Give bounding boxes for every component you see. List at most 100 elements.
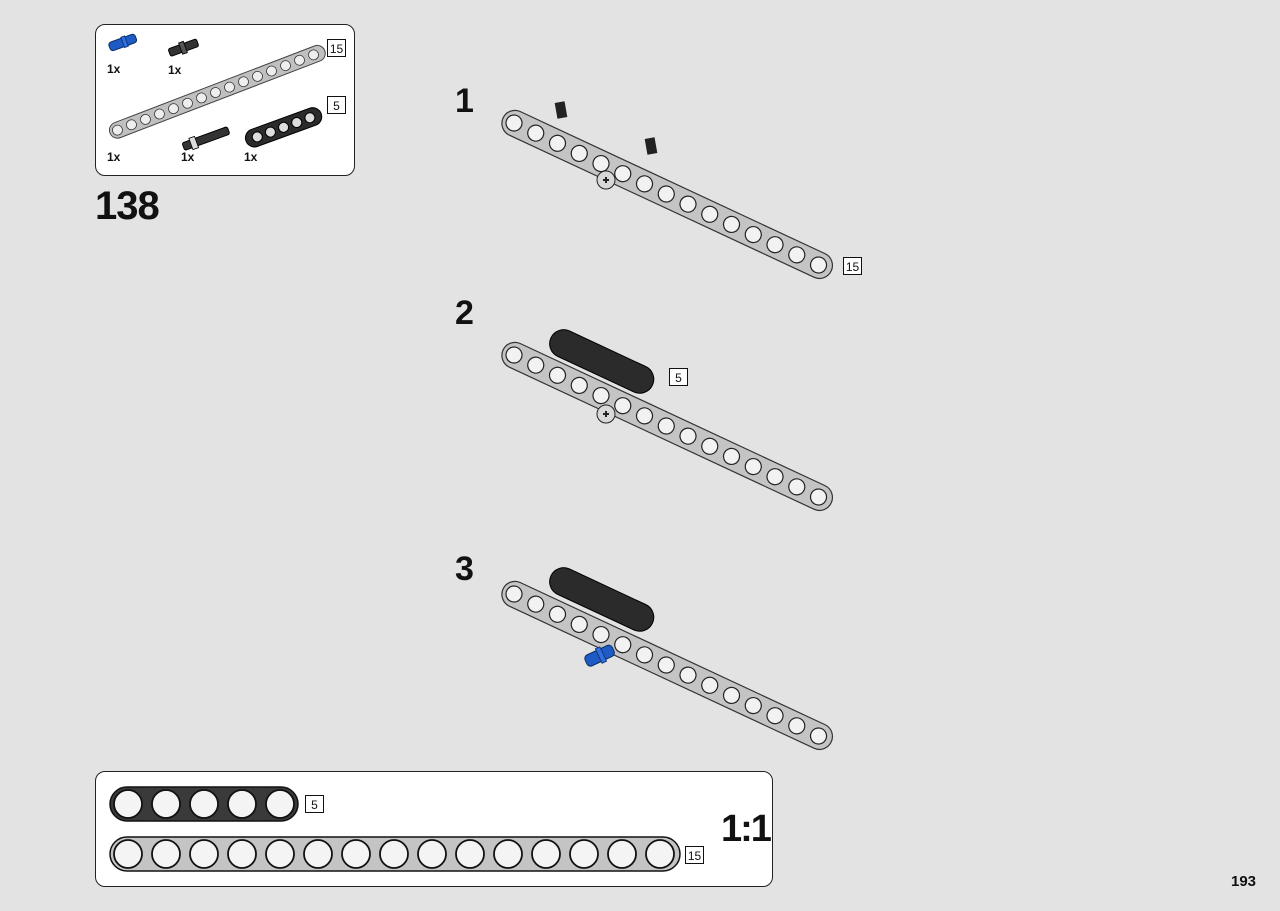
beam-hole xyxy=(722,447,741,466)
ruler-hole xyxy=(379,839,409,869)
ruler-hole xyxy=(493,839,523,869)
qty-black-axle-pin-long: 1x xyxy=(181,150,195,164)
beam-hole xyxy=(505,114,523,132)
beam-hole xyxy=(548,605,567,623)
beam-hole xyxy=(744,225,762,244)
black-axle-pin-icon xyxy=(168,38,199,57)
ruler-hole xyxy=(113,839,143,869)
ruler-hole xyxy=(265,789,295,819)
qty-gray-beam-15: 1x xyxy=(107,150,121,164)
ruler-hole xyxy=(189,789,219,819)
black-axle-pin-long-icon xyxy=(182,126,230,151)
substep-number-3: 3 xyxy=(455,550,474,588)
beam-hole xyxy=(788,717,806,735)
beam-hole xyxy=(744,696,762,715)
beam-hole xyxy=(809,256,828,274)
scale-ruler-art xyxy=(109,786,681,872)
beam-hole xyxy=(570,376,588,395)
beam-hole xyxy=(614,165,632,183)
beam-hole xyxy=(701,676,719,694)
ruler-beam-15 xyxy=(109,836,681,872)
beam-hole xyxy=(722,686,741,705)
beam-hole xyxy=(294,54,305,66)
qty-black-axle-pin: 1x xyxy=(168,63,182,77)
callout-badge-15: 15 xyxy=(843,257,862,275)
beam-hole xyxy=(679,195,697,213)
ruler-hole xyxy=(645,839,675,869)
ruler-hole xyxy=(607,839,637,869)
beam-hole xyxy=(766,707,784,725)
parts-list-art xyxy=(108,33,326,151)
beam-hole xyxy=(266,65,277,77)
beam-hole xyxy=(527,124,545,142)
beam-hole xyxy=(308,49,319,61)
beam-hole xyxy=(788,246,806,264)
beam-hole xyxy=(657,417,675,435)
ruler-hole xyxy=(569,839,599,869)
parts-list-panel: 1x 1x 1x 1x 1x 15 5 xyxy=(95,24,355,176)
beam-hole xyxy=(280,60,291,72)
ruler-length-badge-5: 5 xyxy=(305,795,324,813)
ruler-hole xyxy=(303,839,333,869)
beam-hole xyxy=(766,468,784,486)
beam-hole xyxy=(252,70,263,82)
beam-hole xyxy=(701,437,719,455)
beam-hole xyxy=(505,346,523,364)
beam-hole xyxy=(679,427,697,445)
ruler-hole xyxy=(189,839,219,869)
ruler-hole xyxy=(265,839,295,869)
beam-hole xyxy=(548,366,567,384)
substep-1-assembly xyxy=(501,101,834,280)
scale-label: 1:1 xyxy=(721,808,772,850)
beam-hole xyxy=(701,205,719,223)
beam-hole xyxy=(657,656,675,674)
substep-number-2: 2 xyxy=(455,294,474,332)
beam-hole xyxy=(112,124,123,136)
ruler-hole xyxy=(227,839,257,869)
length-badge-15: 15 xyxy=(327,39,346,57)
beam-hole xyxy=(182,97,193,109)
beam-hole xyxy=(722,215,741,234)
ruler-hole xyxy=(113,789,143,819)
beam-hole xyxy=(657,185,675,203)
beam-hole xyxy=(809,727,828,745)
beam-hole xyxy=(570,144,588,163)
beam-hole xyxy=(570,615,588,634)
beam-hole xyxy=(679,666,697,684)
beam-hole xyxy=(635,646,654,664)
beam-hole xyxy=(592,625,610,644)
beam-hole xyxy=(809,488,828,506)
page-number: 193 xyxy=(1231,873,1257,890)
beam-hole xyxy=(168,103,179,115)
substep-3-assembly xyxy=(501,567,834,751)
beam-hole xyxy=(224,81,235,93)
beam-hole xyxy=(548,134,567,152)
substep-2-assembly xyxy=(501,329,834,512)
beam-hole xyxy=(614,636,632,654)
beam-hole xyxy=(527,595,545,613)
ruler-hole xyxy=(417,839,447,869)
step-number: 138 xyxy=(95,184,160,228)
ruler-hole xyxy=(531,839,561,869)
black-beam-5-icon xyxy=(244,107,323,148)
qty-black-beam-5: 1x xyxy=(244,150,258,164)
scale-ruler-panel: 5 15 1:1 xyxy=(95,771,773,887)
callout-badge-5: 5 xyxy=(669,368,688,386)
beam-hole xyxy=(635,175,654,193)
ruler-hole xyxy=(151,839,181,869)
blue-pin-icon xyxy=(108,33,138,52)
beam-hole xyxy=(635,407,654,425)
beam-hole xyxy=(744,457,762,476)
beam-hole xyxy=(505,585,523,603)
beam-hole xyxy=(238,76,249,88)
beam-hole xyxy=(788,478,806,496)
beam-hole xyxy=(592,154,610,173)
ruler-hole xyxy=(455,839,485,869)
beam-hole xyxy=(614,397,632,415)
gray-beam-15-icon xyxy=(108,44,326,139)
ruler-length-badge-15: 15 xyxy=(685,846,704,864)
blue-pin-inserted-icon xyxy=(584,644,615,667)
beam-hole xyxy=(196,92,207,104)
ruler-beam-5 xyxy=(109,786,299,822)
